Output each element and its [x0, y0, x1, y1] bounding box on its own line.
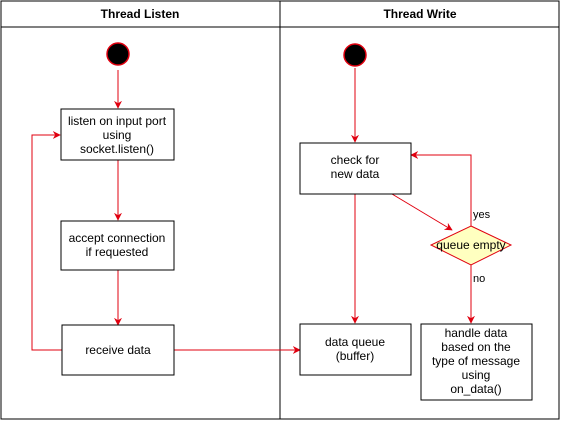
node-handle: handle data based on the type of message…	[420, 323, 533, 401]
edge-label-yes: yes	[473, 209, 491, 221]
start-node-listen	[106, 42, 130, 66]
svg-text:new data: new data	[331, 167, 380, 181]
svg-text:receive data: receive data	[85, 343, 151, 357]
svg-text:queue empty: queue empty	[436, 238, 505, 252]
svg-text:accept connection: accept connection	[69, 231, 166, 245]
svg-text:type of message: type of message	[432, 354, 520, 368]
edge-decision-yes-to-check	[410, 151, 472, 226]
svg-text:handle data: handle data	[445, 326, 508, 340]
edges	[31, 68, 475, 354]
svg-text:check for: check for	[331, 153, 380, 167]
svg-text:(buffer): (buffer)	[336, 349, 374, 363]
start-node-write	[343, 43, 367, 67]
svg-text:listen on input port: listen on input port	[68, 114, 167, 128]
svg-text:socket.listen(): socket.listen()	[80, 142, 154, 156]
lane-title-write: Thread Write	[383, 7, 456, 21]
edge-receive-loop-to-listen	[31, 131, 62, 351]
edge-check-to-decision	[391, 193, 453, 231]
svg-text:using: using	[103, 128, 132, 142]
lane-title-listen: Thread Listen	[101, 7, 180, 21]
svg-text:on_data(): on_data()	[450, 382, 501, 396]
node-receive: receive data	[61, 324, 175, 376]
svg-text:based on the: based on the	[441, 340, 511, 354]
node-queue: data queue (buffer)	[299, 323, 412, 376]
svg-text:if requested: if requested	[86, 245, 149, 259]
edge-label-no: no	[473, 273, 485, 285]
node-check: check for new data	[299, 142, 412, 195]
node-decision: queue empty	[429, 225, 513, 266]
node-accept: accept connection if requested	[60, 220, 175, 271]
svg-text:using: using	[462, 368, 491, 382]
svg-text:data queue: data queue	[325, 335, 385, 349]
node-listen: listen on input port using socket.listen…	[60, 108, 175, 161]
